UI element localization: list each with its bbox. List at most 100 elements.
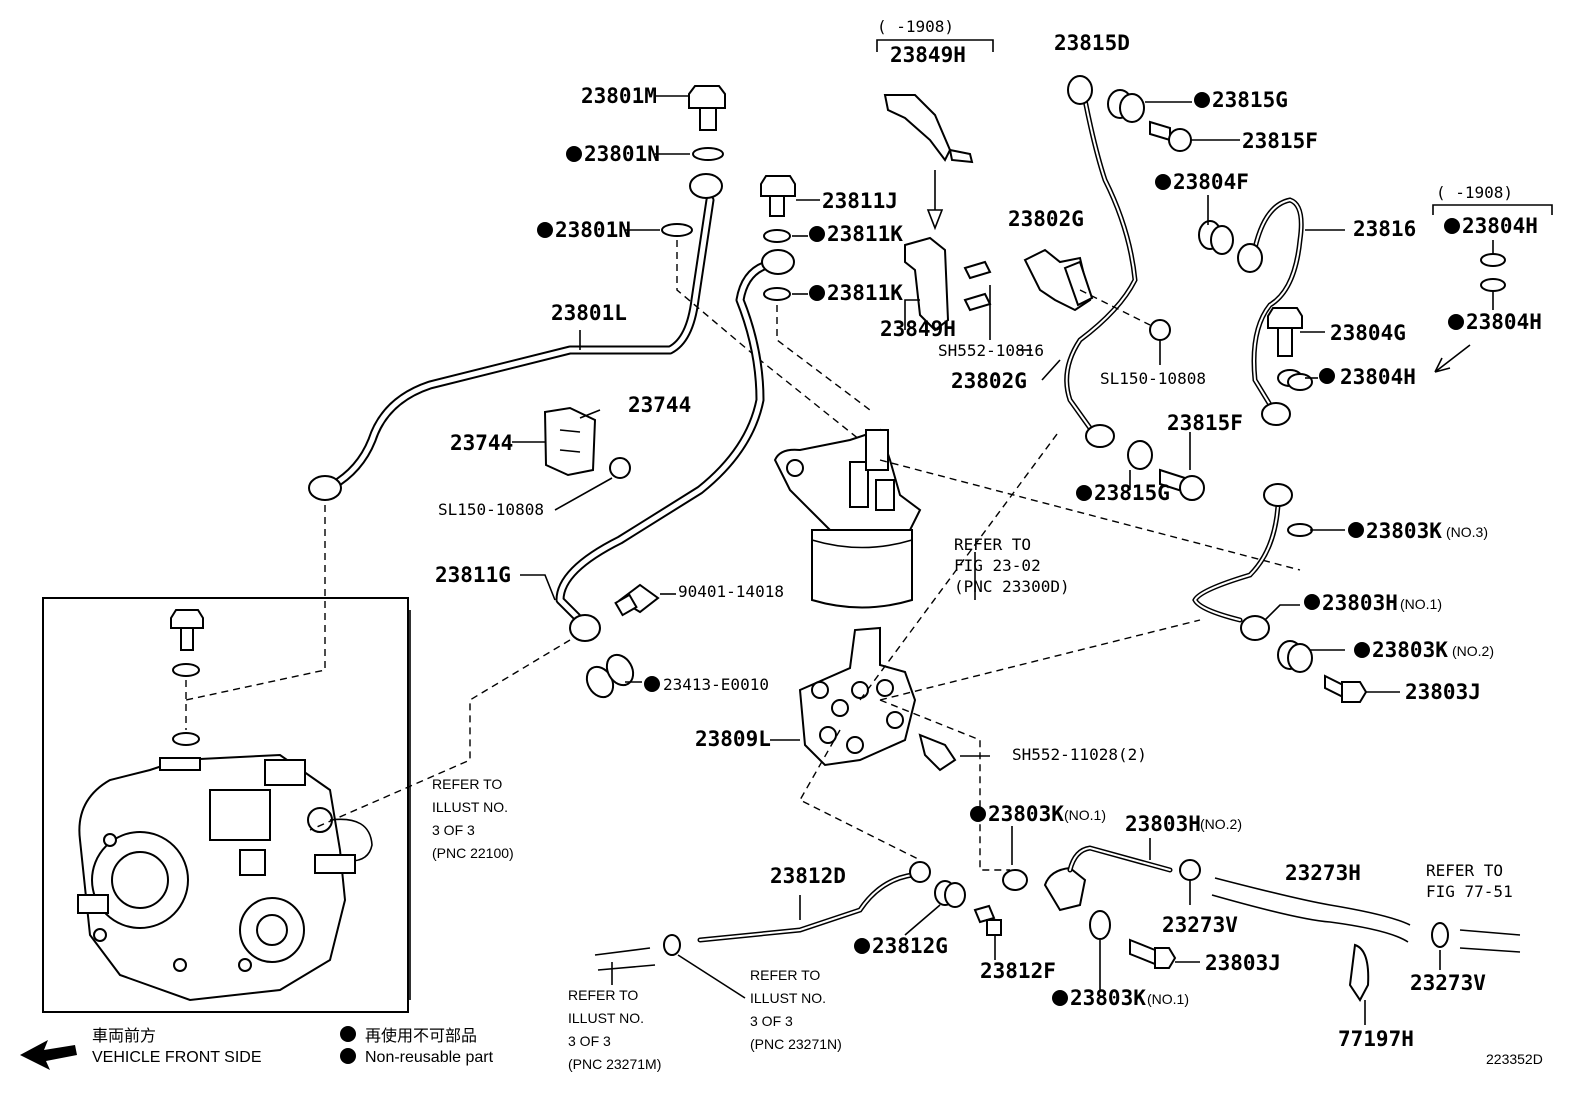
label-SH552-11028: SH552-11028(2) [1012,745,1147,764]
label-23815D: 23815D [1054,31,1130,55]
label-23744-a: 23744 [628,393,691,417]
ref-illust22100-3: 3 OF 3 [432,822,475,838]
label-23812F: 23812F [980,959,1056,983]
label-23815G-a: 23815G [1212,88,1288,112]
legend-nonreuse-en: Non-reusable part [365,1049,494,1066]
label-23811G: 23811G [435,563,511,587]
pipe-23811G [309,249,795,831]
label-23812G: 23812G [872,934,948,958]
label-23803K-no1b: 23803K [1070,986,1146,1010]
label-23815F-a: 23815F [1242,129,1318,153]
label-23803K-no3: 23803K [1366,519,1442,543]
label-23801M: 23801M [581,84,657,108]
label-90401-14018: 90401-14018 [678,582,784,601]
label-23744-b: 23744 [450,431,513,455]
pipe-23812D [594,861,1002,971]
label-23804H-c: 23804H [1340,365,1416,389]
label-23801N-b: 23801N [555,218,631,242]
ref-illust23271N-4: (PNC 23271N) [750,1036,842,1052]
pipe-23803H-no1 [879,459,1368,703]
pipe-23815D [1064,75,1138,448]
clamp-23802G [1023,248,1171,341]
bracket-23849H [876,39,994,332]
label-23804H-bracket: ( -1908) [1436,183,1513,202]
label-no2a: (NO.2) [1452,643,1494,659]
ref-illust23271M-4: (PNC 23271M) [568,1056,661,1072]
ref-fig2302-2: FIG 23-02 [954,556,1041,575]
fitting-block-23809L [798,429,1201,871]
label-23803H-no2: 23803H [1125,812,1201,836]
label-23804H-a: 23804H [1462,214,1538,238]
label-no1b: (NO.1) [1064,807,1106,823]
reference-notes: REFER TO FIG 23-02 (PNC 23300D) REFER TO… [432,535,1513,1072]
label-23273H: 23273H [1285,861,1361,885]
label-no1a: (NO.1) [1400,596,1442,612]
ref-fig2302-1: REFER TO [954,535,1031,554]
label-23801N-a: 23801N [584,142,660,166]
label-23804G: 23804G [1330,321,1406,345]
diagram-id: 223352D [1486,1051,1543,1067]
label-23802G-b: 23802G [951,369,1027,393]
legend: 車両前方 VEHICLE FRONT SIDE 再使用不可部品 Non-reus… [20,1026,1543,1070]
label-23811K-a: 23811K [827,222,903,246]
label-23803H-no1: 23803H [1322,591,1398,615]
ref-fig7751-1: REFER TO [1426,861,1503,880]
fuel-pump-inset [42,597,409,1013]
label-23816: 23816 [1353,217,1416,241]
label-23803K-no1a: 23803K [988,802,1064,826]
ref-illust23271N-3: 3 OF 3 [750,1013,793,1029]
label-no2b: (NO.2) [1200,816,1242,832]
label-23811K-b: 23811K [827,281,903,305]
gasket-23413 [585,653,635,699]
fittings-23815-top [1107,89,1205,501]
part-labels: 23801M 23801N 23801N 23801L 23811J 23811… [435,17,1542,1051]
pipe-23816 [1198,197,1304,426]
ref-illust23271M-3: 3 OF 3 [568,1033,611,1049]
ref-illust23271M-2: ILLUST NO. [568,1010,644,1026]
label-23804F: 23804F [1173,170,1249,194]
label-SL150-10808-a: SL150-10808 [1100,369,1206,388]
label-23811J: 23811J [822,189,898,213]
bolt-23801M [661,85,861,441]
leader-lines [409,95,1494,1025]
label-23803J-b: 23803J [1205,951,1281,975]
label-23803J-a: 23803J [1405,680,1481,704]
bolt-23811J [760,175,871,411]
legend-nonreuse-jp: 再使用不可部品 [365,1027,477,1045]
label-23801L: 23801L [551,301,627,325]
lower-hoses [1002,845,1521,1002]
label-no1c: (NO.1) [1147,991,1189,1007]
ref-illust22100-4: (PNC 22100) [432,845,514,861]
ref-illust22100-2: ILLUST NO. [432,799,508,815]
label-23273V-b: 23273V [1410,971,1486,995]
label-23803K-no2: 23803K [1372,638,1448,662]
label-77197H: 77197H [1338,1027,1414,1051]
ref-fig7751-2: FIG 77-51 [1426,882,1513,901]
legend-front-jp: 車両前方 [92,1027,156,1045]
label-23849H-bracket: ( -1908) [877,17,954,36]
label-23804H-b: 23804H [1466,310,1542,334]
pipe-23801L [185,173,723,701]
label-23809L: 23809L [695,727,771,751]
bolt-23804G [1267,204,1553,391]
label-SL150-10808-b: SL150-10808 [438,500,544,519]
ref-illust23271N-2: ILLUST NO. [750,990,826,1006]
label-23815F-b: 23815F [1167,411,1243,435]
label-23273V-a: 23273V [1162,913,1238,937]
label-23849H-b: 23849H [880,317,956,341]
fuel-filter [773,428,922,609]
ref-illust22100-1: REFER TO [432,776,502,792]
label-23849H-a: 23849H [890,43,966,67]
clamp-23744 [543,406,631,479]
label-23802G-a: 23802G [1008,207,1084,231]
label-23812D: 23812D [770,864,846,888]
front-arrow-icon [20,1040,77,1070]
nonreuse-dot-icon [340,1026,356,1042]
ref-illust23271M-1: REFER TO [568,987,638,1003]
label-SH552-10816: SH552-10816 [938,341,1044,360]
bolt-90401 [614,583,660,617]
label-23815G-b: 23815G [1094,481,1170,505]
ref-fig2302-3: (PNC 23300D) [954,577,1070,596]
legend-front-en: VEHICLE FRONT SIDE [92,1049,262,1066]
